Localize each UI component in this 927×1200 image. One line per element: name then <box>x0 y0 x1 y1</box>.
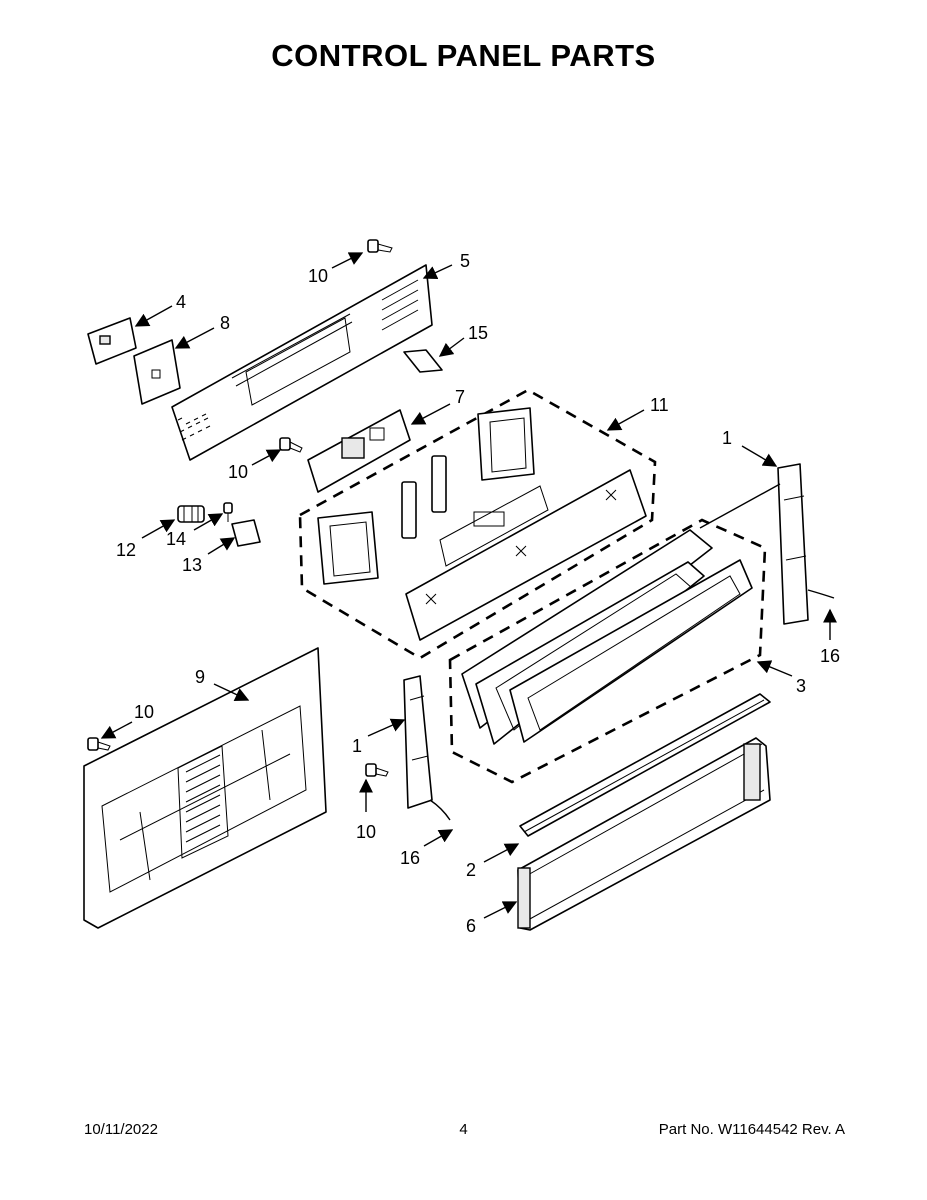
leader-lines <box>100 252 837 919</box>
part-11-glass-panel <box>405 469 647 641</box>
part-2-trim-bar <box>519 693 771 837</box>
callout-numbers: 10 5 4 8 15 7 11 10 1 12 14 13 16 3 9 10… <box>116 251 840 936</box>
callout-14: 14 <box>166 529 186 549</box>
callout-1-left: 1 <box>352 736 362 756</box>
part-10-screw-top <box>367 239 393 253</box>
part-8-bracket-plate <box>133 339 181 405</box>
callout-15: 15 <box>468 323 488 343</box>
part-7-ui-board <box>307 409 411 493</box>
callout-8: 8 <box>220 313 230 333</box>
callout-5: 5 <box>460 251 470 271</box>
part-9-rear-cover <box>83 647 327 929</box>
part-13-clip <box>231 519 261 547</box>
part-10-screw-middle <box>279 437 303 453</box>
part-5-rear-panel <box>171 264 433 461</box>
part-12-connector <box>177 505 205 523</box>
part-3-trim-frame <box>461 529 753 745</box>
callout-3: 3 <box>796 676 806 696</box>
footer-page-number: 4 <box>459 1121 468 1138</box>
part-10-screw-lower <box>365 763 389 777</box>
part-11-bracket-left <box>317 511 379 585</box>
part-11-bracket-right <box>477 407 535 481</box>
part-11-hinge-2 <box>431 455 447 513</box>
callout-6: 6 <box>466 916 476 936</box>
callout-4: 4 <box>176 292 186 312</box>
page-title: CONTROL PANEL PARTS <box>271 38 656 73</box>
callout-10-middle: 10 <box>228 462 248 482</box>
callout-1-right: 1 <box>722 428 732 448</box>
part-11-assembly-outline <box>298 388 657 660</box>
callout-7: 7 <box>455 387 465 407</box>
part-1-end-cap-left <box>403 675 451 821</box>
part-11-hinge-1 <box>401 481 417 539</box>
part-6-support-rail <box>517 737 771 931</box>
footer-date: 10/11/2022 <box>84 1121 158 1138</box>
callout-16-right: 16 <box>820 646 840 666</box>
callout-9: 9 <box>195 667 205 687</box>
part-14-screw <box>223 502 233 522</box>
part-3-assembly-outline <box>448 518 767 784</box>
footer-part-number: Part No. W11644542 Rev. A <box>658 1121 845 1138</box>
callout-12: 12 <box>116 540 136 560</box>
callout-16-left: 16 <box>400 848 420 868</box>
callout-10-left: 10 <box>134 702 154 722</box>
part-15-strip <box>403 349 443 373</box>
part-10-screw-left <box>87 737 111 751</box>
part-4-control-board <box>87 317 137 365</box>
callout-10-top: 10 <box>308 266 328 286</box>
part-1-end-cap-right <box>777 463 835 625</box>
callout-2: 2 <box>466 860 476 880</box>
callout-10-lower: 10 <box>356 822 376 842</box>
callout-13: 13 <box>182 555 202 575</box>
callout-11: 11 <box>650 395 669 415</box>
